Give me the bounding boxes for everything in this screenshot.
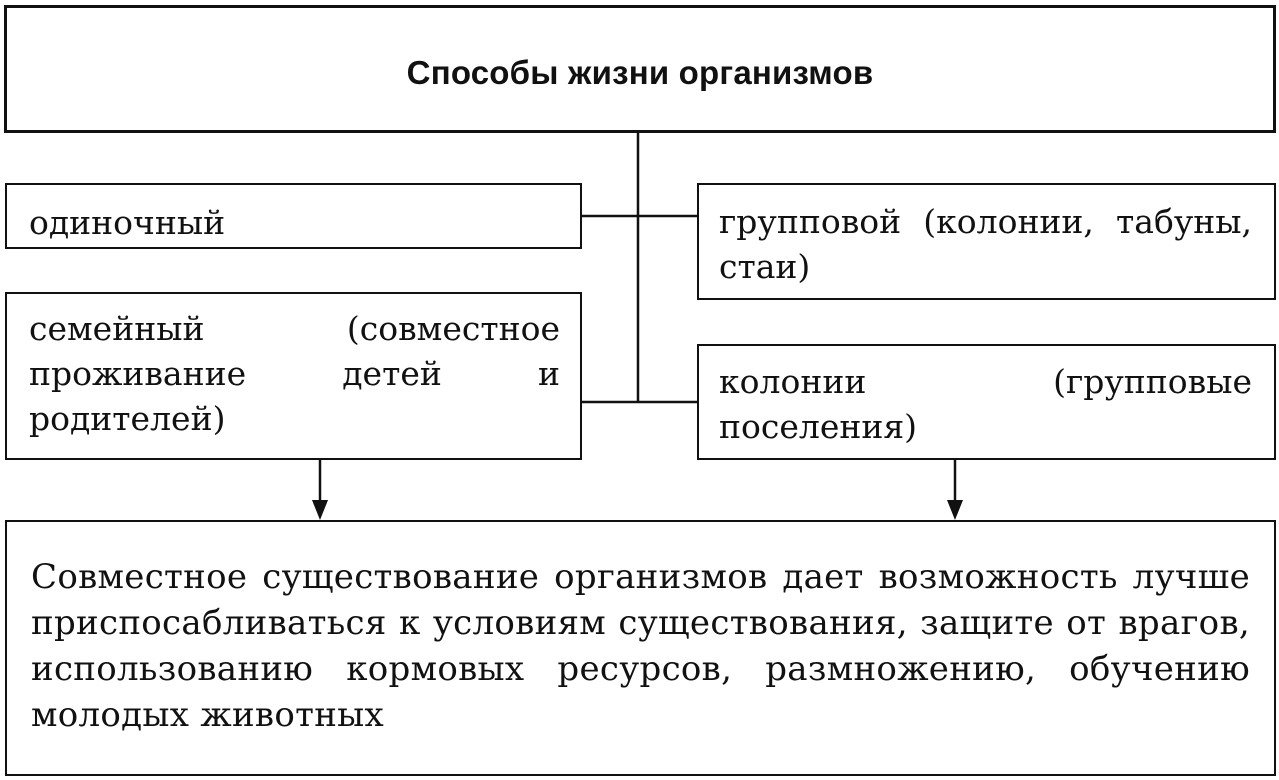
node-colony-label: колонии (групповые поселения) [719, 362, 1252, 446]
diagram-title: Способы жизни организмов [406, 54, 874, 91]
node-family-label: семейный (совместное проживание детей и … [29, 309, 560, 438]
node-result-label: Совместное существование организмов дает… [31, 557, 1250, 735]
arrow-left-head [312, 500, 328, 520]
node-colony: колонии (групповые поселения) [697, 344, 1276, 460]
title-box: Способы жизни организмов [4, 5, 1276, 133]
node-group: групповой (колонии, табуны, стаи) [697, 183, 1276, 300]
node-single-label: одиночный [29, 203, 226, 242]
node-result: Совместное существование организмов дает… [5, 520, 1276, 776]
node-single: одиночный [5, 183, 582, 249]
arrow-right-head [947, 500, 963, 520]
node-family: семейный (совместное проживание детей и … [5, 292, 582, 460]
node-group-label: групповой (колонии, табуны, стаи) [719, 202, 1252, 286]
